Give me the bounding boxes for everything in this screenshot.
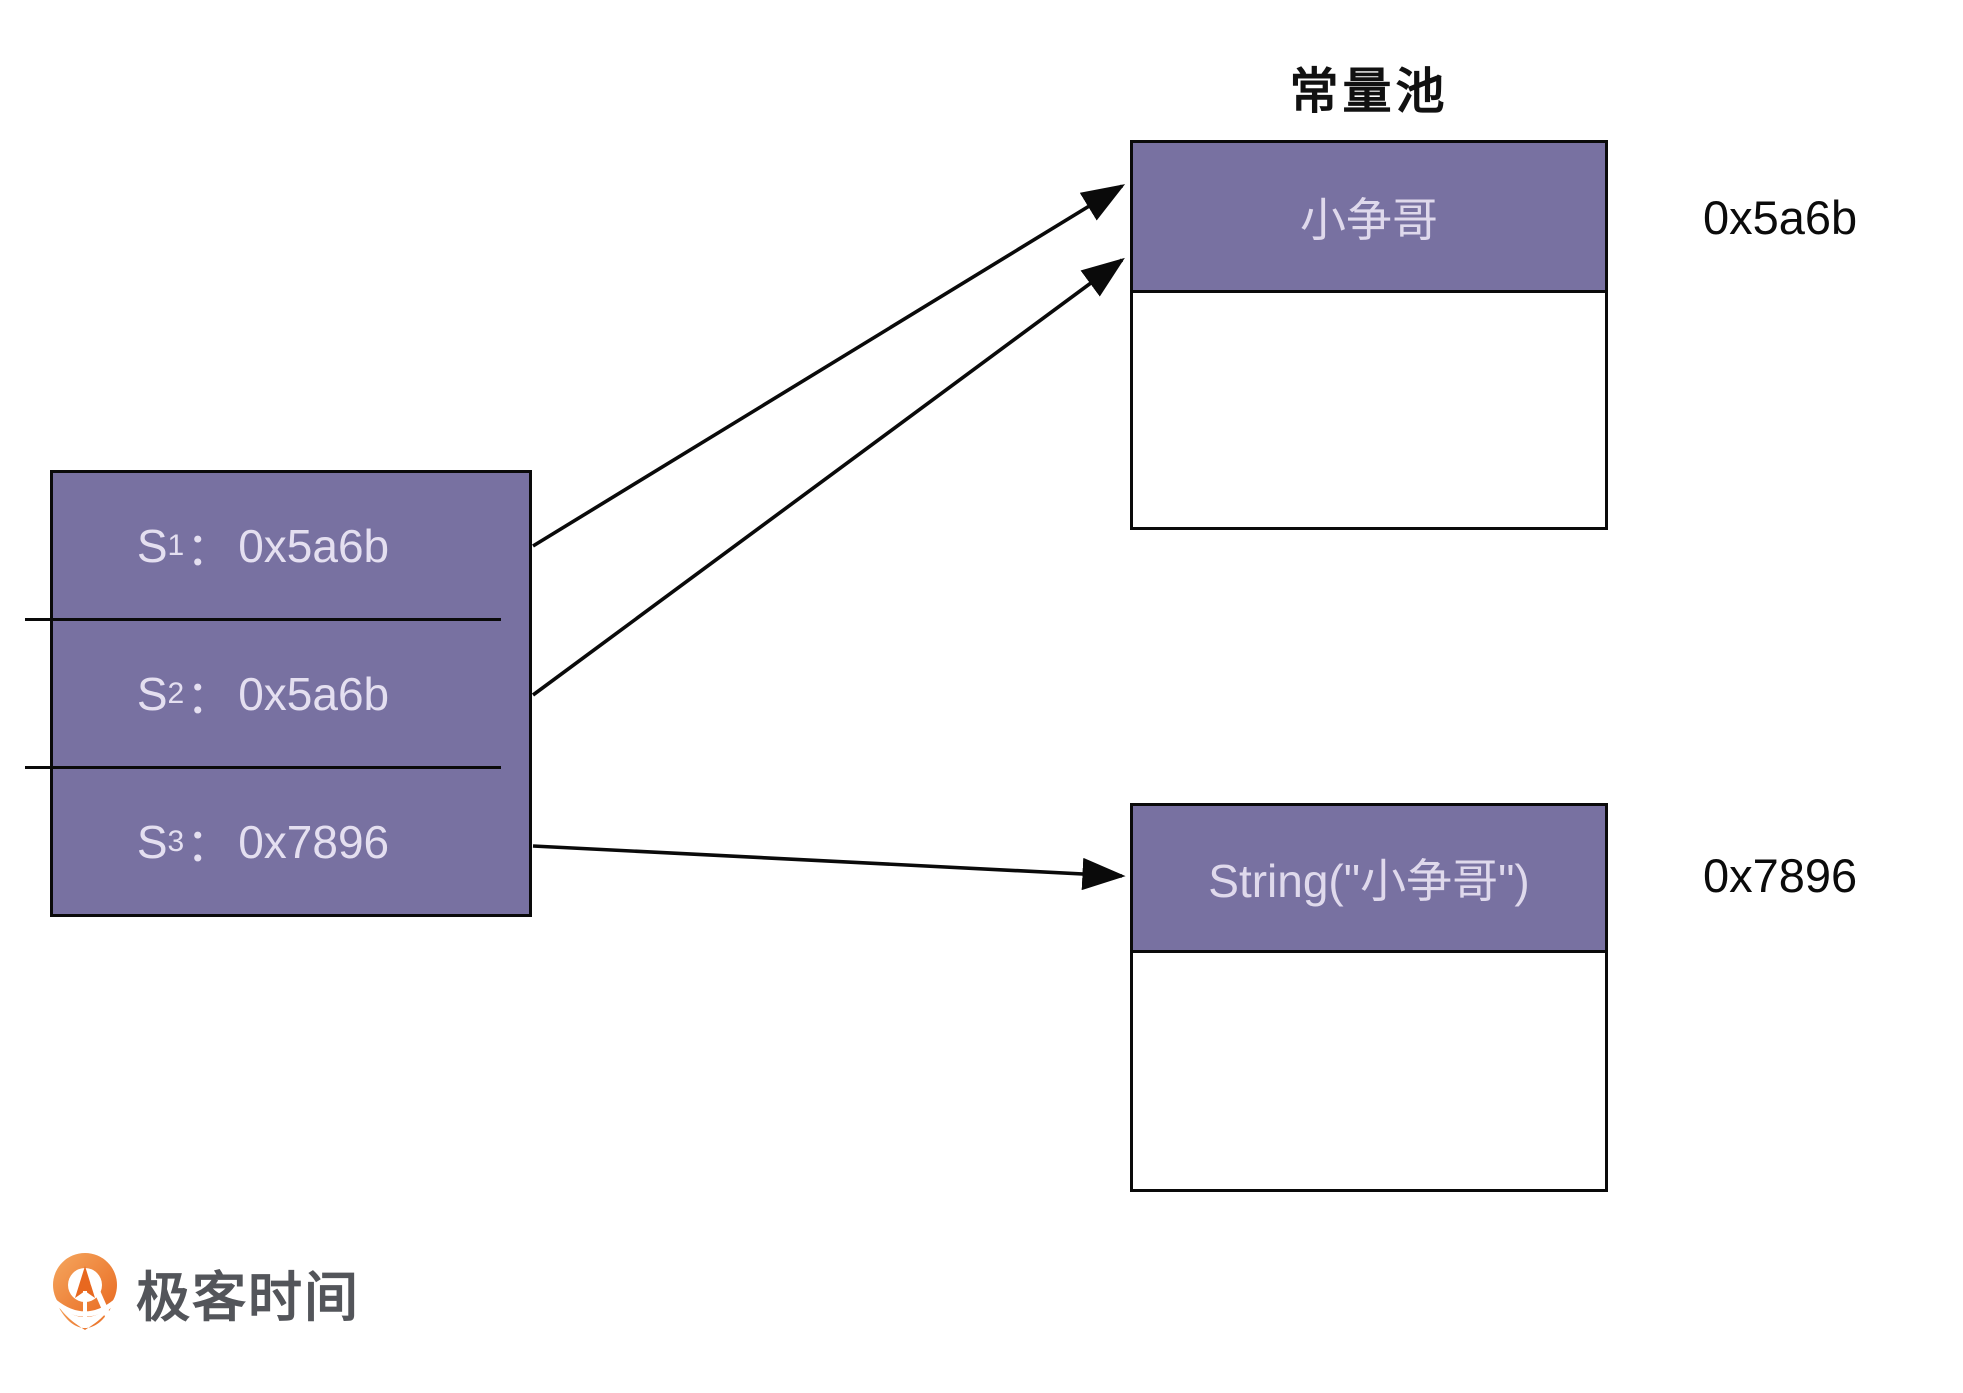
var-name: S <box>136 519 168 572</box>
colon-separator: ： <box>186 522 233 575</box>
heap-string-object-box: String("小争哥") <box>1130 803 1608 1192</box>
pool-entry-address-label: 0x5a6b <box>1703 191 1858 244</box>
colon-separator: ： <box>186 818 233 871</box>
constant-pool-title: 常量池 <box>1289 65 1449 119</box>
heap-object-address-label: 0x7896 <box>1703 849 1858 902</box>
colon-separator: ： <box>186 670 233 723</box>
constant-pool-entry-header: 小争哥 <box>1133 143 1605 293</box>
constant-pool-box: 小争哥 <box>1130 140 1608 530</box>
var-value: 0x7896 <box>238 815 390 868</box>
var-value: 0x5a6b <box>238 667 390 720</box>
var-value: 0x5a6b <box>238 519 390 572</box>
geektime-logo: 极客时间 <box>48 1252 360 1332</box>
arrow-s3-to-heap <box>532 844 1126 891</box>
arrow-s1-to-pool <box>532 184 1126 548</box>
geektime-logo-text: 极客时间 <box>136 1267 360 1328</box>
var-name: S <box>136 815 168 868</box>
var-name: S <box>136 667 168 720</box>
arrow-s2-to-pool <box>531 257 1125 697</box>
heap-string-object-header: String("小争哥") <box>1133 806 1605 953</box>
geektime-logo-icon <box>53 1253 117 1330</box>
